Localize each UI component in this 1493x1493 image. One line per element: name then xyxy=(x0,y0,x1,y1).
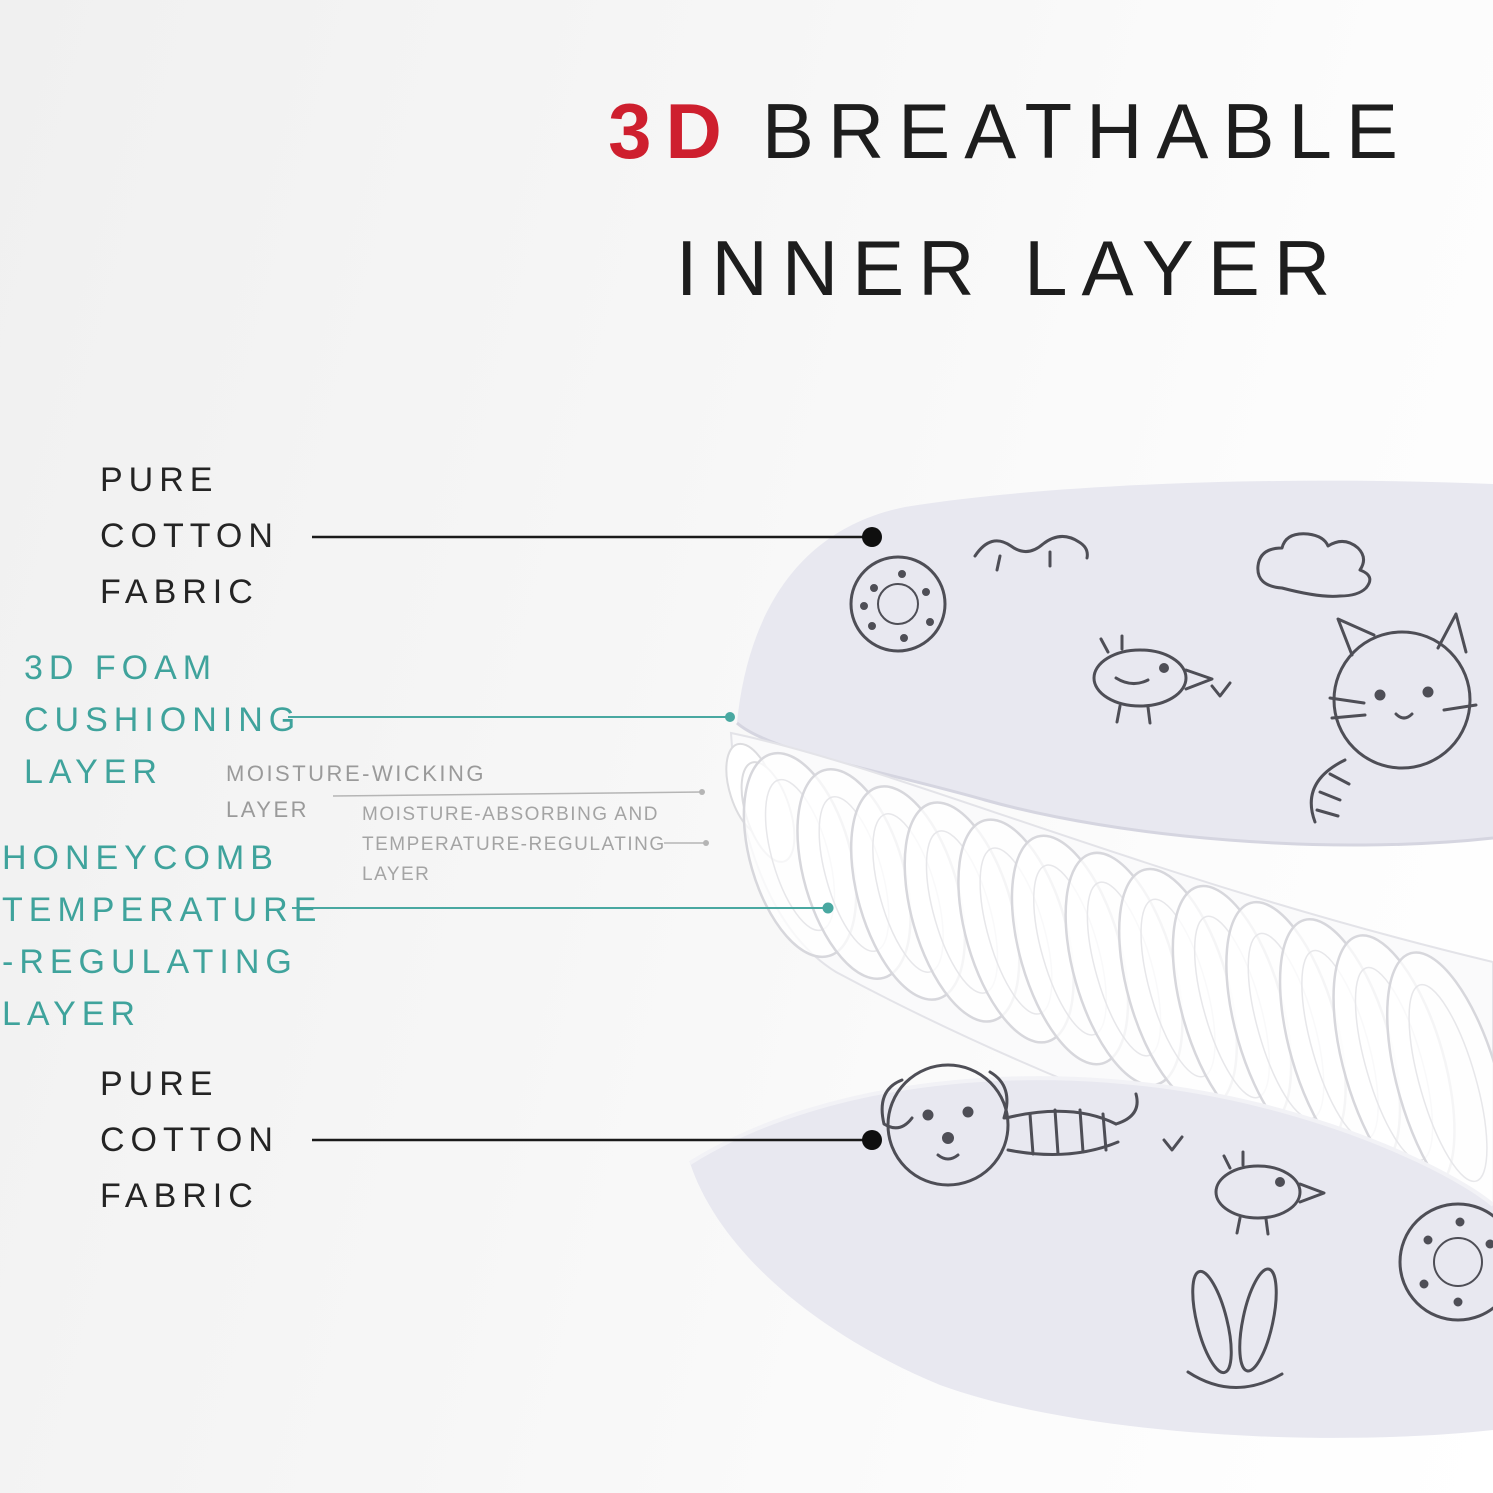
title-accent-3d: 3D xyxy=(608,87,736,175)
donut-doodle-top xyxy=(849,555,947,653)
dog-doodle xyxy=(880,1063,1139,1187)
page-title: 3D BREATHABLE INNER LAYER xyxy=(550,86,1470,314)
bird-doodle-top xyxy=(1092,634,1214,725)
v-mark-doodle-bottom xyxy=(1162,1135,1184,1152)
title-line-2: INNER LAYER xyxy=(675,224,1345,312)
cat-doodle xyxy=(1309,612,1478,824)
label-moisture-absorbing-layer: MOISTURE-ABSORBING AND TEMPERATURE-REGUL… xyxy=(362,804,666,885)
v-mark-doodle-top xyxy=(1210,681,1232,698)
cloud-doodle xyxy=(1256,532,1372,598)
bottom-cotton-fabric xyxy=(688,1076,1493,1438)
donut-doodle-bottom xyxy=(1398,1202,1493,1322)
bird-doodle-bottom xyxy=(1214,1150,1326,1236)
label-honeycomb-temperature-regulating-layer: HONEYCOMB TEMPERATURE -REGULATING LAYER xyxy=(2,839,323,1033)
label-moisture-wicking-layer: MOISTURE-WICKING LAYER xyxy=(226,761,486,822)
label-pure-cotton-fabric-top: PURE COTTON FABRIC xyxy=(100,461,279,611)
title-breathable: BREATHABLE xyxy=(761,87,1412,175)
label-3d-foam-cushioning-layer: 3D FOAM CUSHIONING LAYER xyxy=(24,649,302,791)
title-line-1: 3D BREATHABLE xyxy=(550,86,1470,177)
label-pure-cotton-fabric-bottom: PURE COTTON FABRIC xyxy=(100,1065,279,1215)
rabbit-ears-doodle xyxy=(1186,1267,1284,1389)
squiggle-doodle xyxy=(973,535,1089,572)
